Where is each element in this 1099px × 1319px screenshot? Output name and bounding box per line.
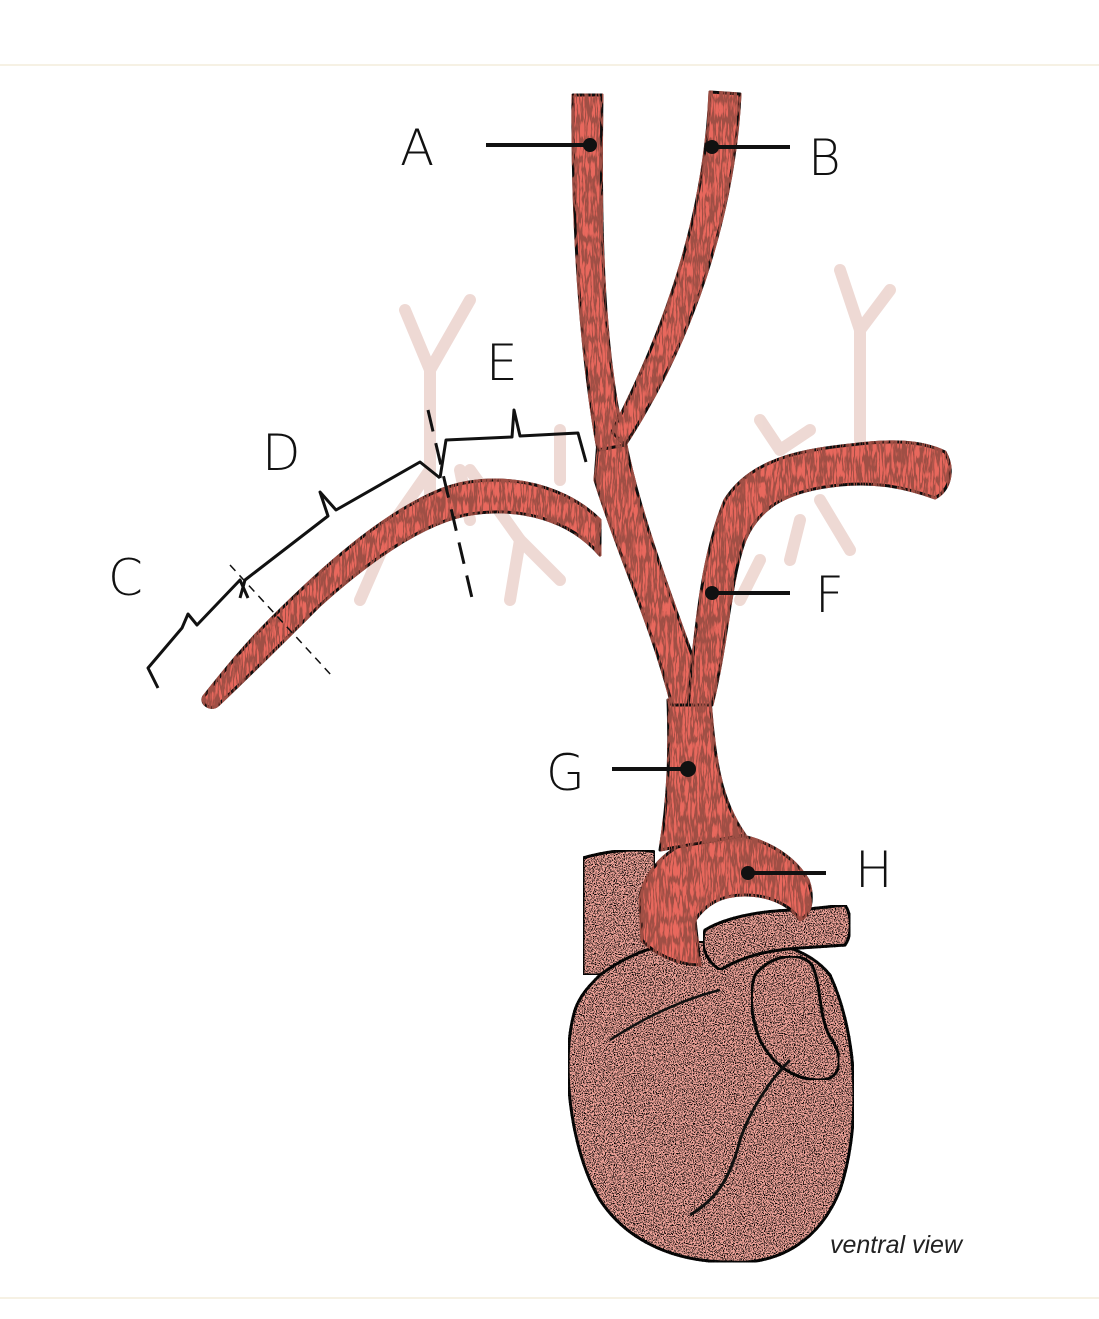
subclavian-branch (201, 478, 602, 709)
view-caption: ventral view (830, 1231, 964, 1259)
segment-dividers (229, 409, 474, 677)
bracket-d (238, 460, 441, 599)
heart (566, 848, 856, 1264)
bottom-divider (0, 1297, 1099, 1299)
dot-f (705, 586, 719, 600)
label-d: D (262, 424, 301, 482)
vessel-f (686, 440, 952, 707)
vessel-a (571, 93, 627, 452)
dot-a (583, 138, 597, 152)
segment-brackets (146, 408, 588, 689)
bracket-e (438, 408, 588, 479)
top-divider (0, 64, 1099, 66)
leader-dots (583, 138, 755, 880)
heart-left-auricle (749, 954, 841, 1082)
bracket-c (146, 578, 250, 689)
arterial-tree (201, 90, 952, 967)
label-b: B (808, 129, 841, 187)
label-e: E (486, 334, 518, 392)
dot-b (705, 140, 719, 154)
brachiocephalic-trunk (658, 698, 747, 852)
label-g: G (546, 744, 585, 802)
heart-sulcus-line-2 (609, 988, 721, 1042)
vessel-b (610, 90, 742, 447)
label-f: F (815, 566, 844, 624)
label-h: H (855, 841, 893, 899)
pulmonary-trunk (701, 903, 852, 972)
dot-g (680, 761, 696, 777)
leader-lines (486, 143, 826, 875)
label-a: A (400, 119, 434, 177)
label-c: C (108, 549, 143, 607)
heart-sulcus-line (689, 1058, 792, 1217)
dot-h (741, 866, 755, 880)
